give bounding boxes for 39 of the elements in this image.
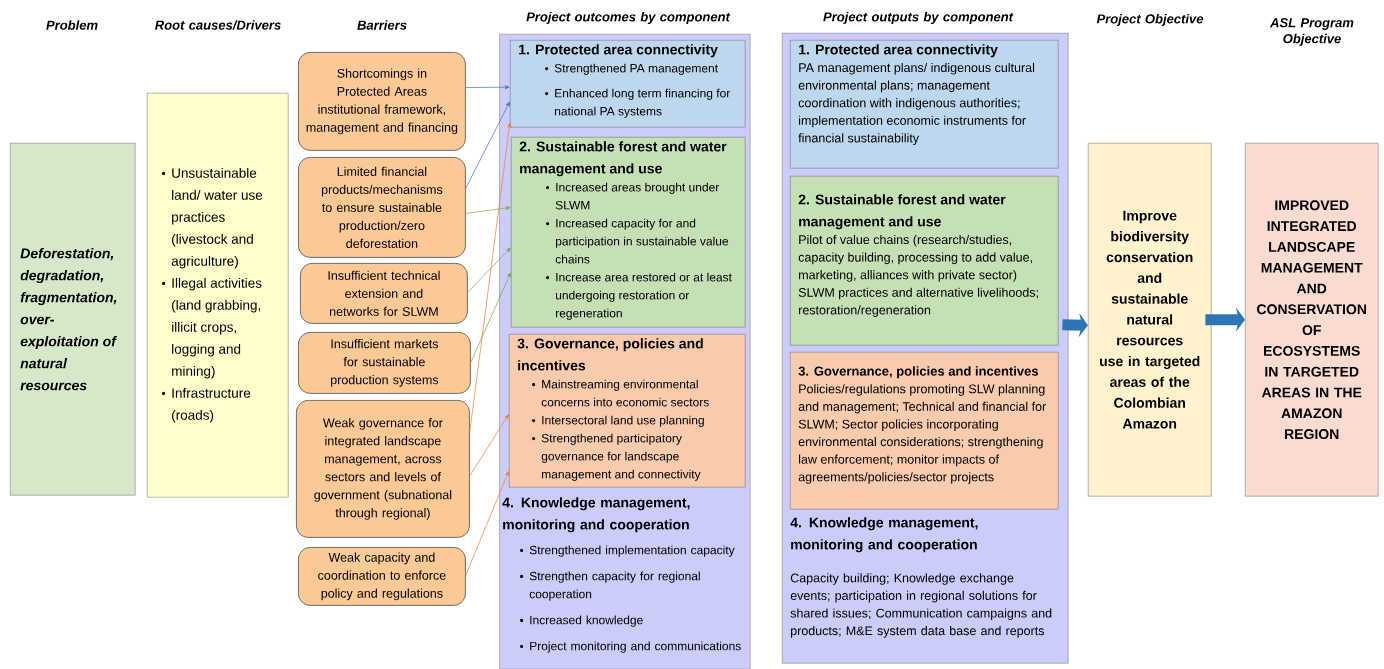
barrier-box: Insufficient technical extension and networks for SLWM: [300, 263, 468, 324]
output-box: 3. Governance, policies and incentives Policies/regulations promoting SLW planning and management; Technical and financial for SLWM; Sector policies incorporating environmental considerations; strengthening law enforcement; monitor impacts of agreements/policies/sector projects: [790, 352, 1059, 510]
outcome-box: 2. Sustainable forest and water management and use Increased areas brought under SLWM Increased capacity for and participation in sustainable value chains Increase area restored or at least undergoing restoration or regeneration: [511, 137, 746, 328]
component-heading: 4. Knowledge management, monitoring and cooperation: [790, 517, 978, 553]
component-heading: 4. Knowledge management, monitoring and cooperation: [502, 497, 690, 533]
column-heading: ASL Program Objective: [1269, 18, 1354, 46]
bullet-list: Strengthened implementation capacity Strengthen capacity for regional cooperation Increased knowledge Project monitoring and communications: [520, 545, 741, 653]
arrow: [465, 101, 510, 189]
arrow: [470, 272, 511, 363]
barrier-box: Insufficient markets for sustainable production systems: [298, 332, 471, 394]
node-label: Strengthen capacity for regional cooperation: [529, 571, 700, 601]
node-label: Increased knowledge: [530, 615, 643, 627]
problem-box: Deforestation, degradation, fragmentation, over-exploitation of natural resources: [10, 143, 136, 496]
node-label: Project monitoring and communications: [530, 641, 741, 653]
node-label: Strengthened implementation capacity: [529, 545, 735, 557]
arrow: [465, 206, 511, 214]
component-text: Capacity building; Knowledge exchange events; participation in regional solutions for shared issues; Communication campaigns and products; M&E system data base and reports: [790, 573, 1052, 638]
barrier-box: Weak capacity and coordination to enforce policy and regulations: [298, 547, 466, 606]
objective-box: IMPROVED INTEGRATED LANDSCAPE MANAGEMENT AND CONSERVATION OF ECOSYSTEMS IN TARGETED AREAS IN THE AMAZON REGION: [1245, 143, 1379, 497]
outcome-box: 1. Protected area connectivity Strengthened PA management Enhanced long term financing for national PA systems: [510, 40, 746, 128]
barrier-box: Shortcomings in Protected Areas institutional framework, management and financing: [298, 52, 466, 151]
arrow: [469, 414, 509, 477]
arrow: [465, 85, 510, 90]
output-box: 2. Sustainable forest and water management and use Pilot of value chains (research/studies, capacity building, processing to add value, marketing, alliances with private sector) SLWM practices and alternative livelihoods; restoration/regeneration: [790, 176, 1059, 346]
arrow: [465, 471, 510, 576]
column-heading: Root causes/Drivers: [155, 20, 281, 30]
column-heading: Problem: [46, 20, 98, 30]
column-heading: Barriers: [357, 20, 407, 30]
column-heading: Project outputs by component: [823, 11, 1014, 25]
objective-box: Improve biodiversity conservation and sustainable natural resources use in targeted areas of the Colombian Amazon: [1088, 143, 1212, 497]
barrier-box: Limited financial products/mechanisms to ensure sustainable production/zero deforestation: [298, 157, 466, 258]
column-heading: Project outcomes by component: [526, 11, 731, 25]
barrier-box: Weak governance for integrated landscape management, across sectors and levels of government (subnational through regional): [296, 400, 470, 538]
column-heading: Project Objective: [1096, 13, 1204, 27]
outcome-box: 3. Governance, policies and incentives Mainstreaming environmental concerns into economic sectors Intersectoral land use planning Strengthened participatory governance for landscape management and connectivity: [509, 334, 746, 488]
output-box: 1. Protected area connectivity PA management plans/ indigenous cultural environmental plans; management coordination with indigenous authorities; implementation economic instruments for financial sustainability: [790, 40, 1059, 169]
arrow: [467, 247, 511, 293]
arrow: [469, 122, 512, 433]
driver-box: Unsustainable land/ water use practices (livestock and agriculture) Illegal activities (land grabbing, illicit crops, logging and mining) Infrastructure (roads): [147, 93, 289, 498]
